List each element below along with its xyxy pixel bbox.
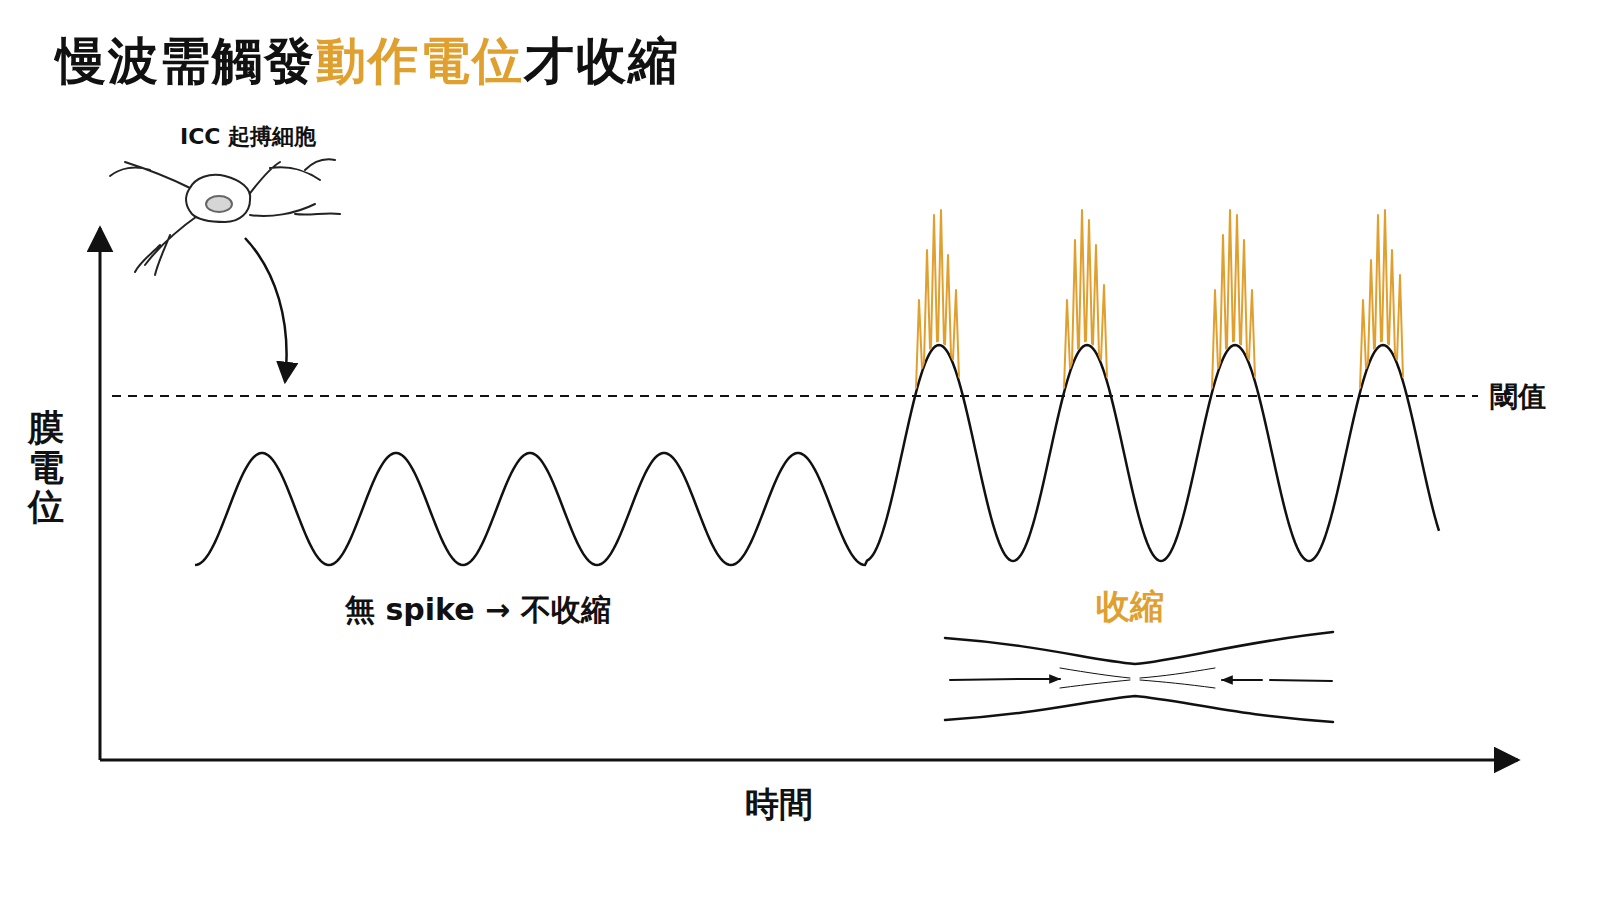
y-axis [99, 228, 102, 760]
x-axis [100, 759, 1518, 762]
threshold-line [112, 395, 1478, 397]
no-contraction-note: 無 spike → 不收縮 [345, 590, 611, 631]
x-axis-label: 時間 [745, 782, 813, 828]
contraction-label: 收縮 [1096, 584, 1164, 630]
contraction-gut [945, 632, 1333, 722]
action-potential-spikes [916, 210, 959, 389]
threshold-label: 閾值 [1490, 378, 1546, 416]
slow-wave [195, 345, 1439, 565]
action-potential-spikes [1360, 210, 1403, 389]
action-potential-spikes [1212, 210, 1255, 389]
icc-cell [110, 159, 340, 275]
action-potential-spikes [1064, 210, 1107, 389]
title: 慢波需觸發動作電位才收縮 [56, 28, 680, 95]
pointer-arrow [245, 238, 287, 382]
cell-label: ICC 起搏細胞 [180, 122, 316, 152]
y-axis-label: 膜電位 [28, 408, 64, 527]
